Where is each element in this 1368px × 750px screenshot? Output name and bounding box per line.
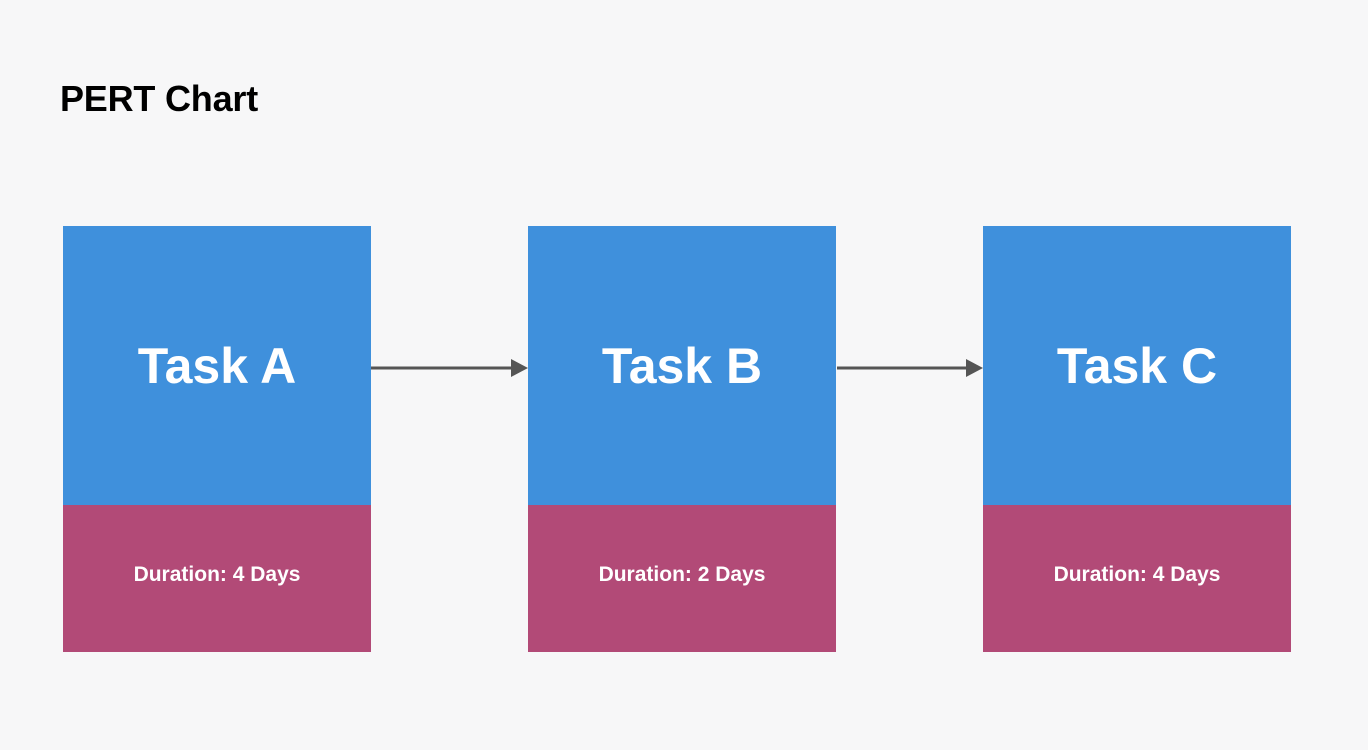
task-node-body: Duration: 2 Days <box>528 505 836 652</box>
task-duration-label: Duration: 4 Days <box>1053 563 1221 586</box>
task-name-label: Task B <box>601 337 763 394</box>
task-duration-label: Duration: 2 Days <box>598 563 766 586</box>
task-node-header: Task B <box>528 226 836 505</box>
page-title: PERT Chart <box>60 78 259 119</box>
task-name-label: Task C <box>1056 337 1218 394</box>
task-node-header: Task A <box>63 226 371 505</box>
task-node-task-a[interactable]: Task A Duration: 4 Days <box>63 226 371 652</box>
task-node-body: Duration: 4 Days <box>983 505 1291 652</box>
task-name-label: Task A <box>137 337 297 394</box>
task-node-task-b[interactable]: Task B Duration: 2 Days <box>528 226 836 652</box>
arrow-right-icon-b-to-c <box>837 352 983 384</box>
task-node-body: Duration: 4 Days <box>63 505 371 652</box>
task-node-header: Task C <box>983 226 1291 505</box>
task-duration-label: Duration: 4 Days <box>133 563 301 586</box>
task-node-task-c[interactable]: Task C Duration: 4 Days <box>983 226 1291 652</box>
arrow-right-icon-a-to-b <box>371 352 528 384</box>
